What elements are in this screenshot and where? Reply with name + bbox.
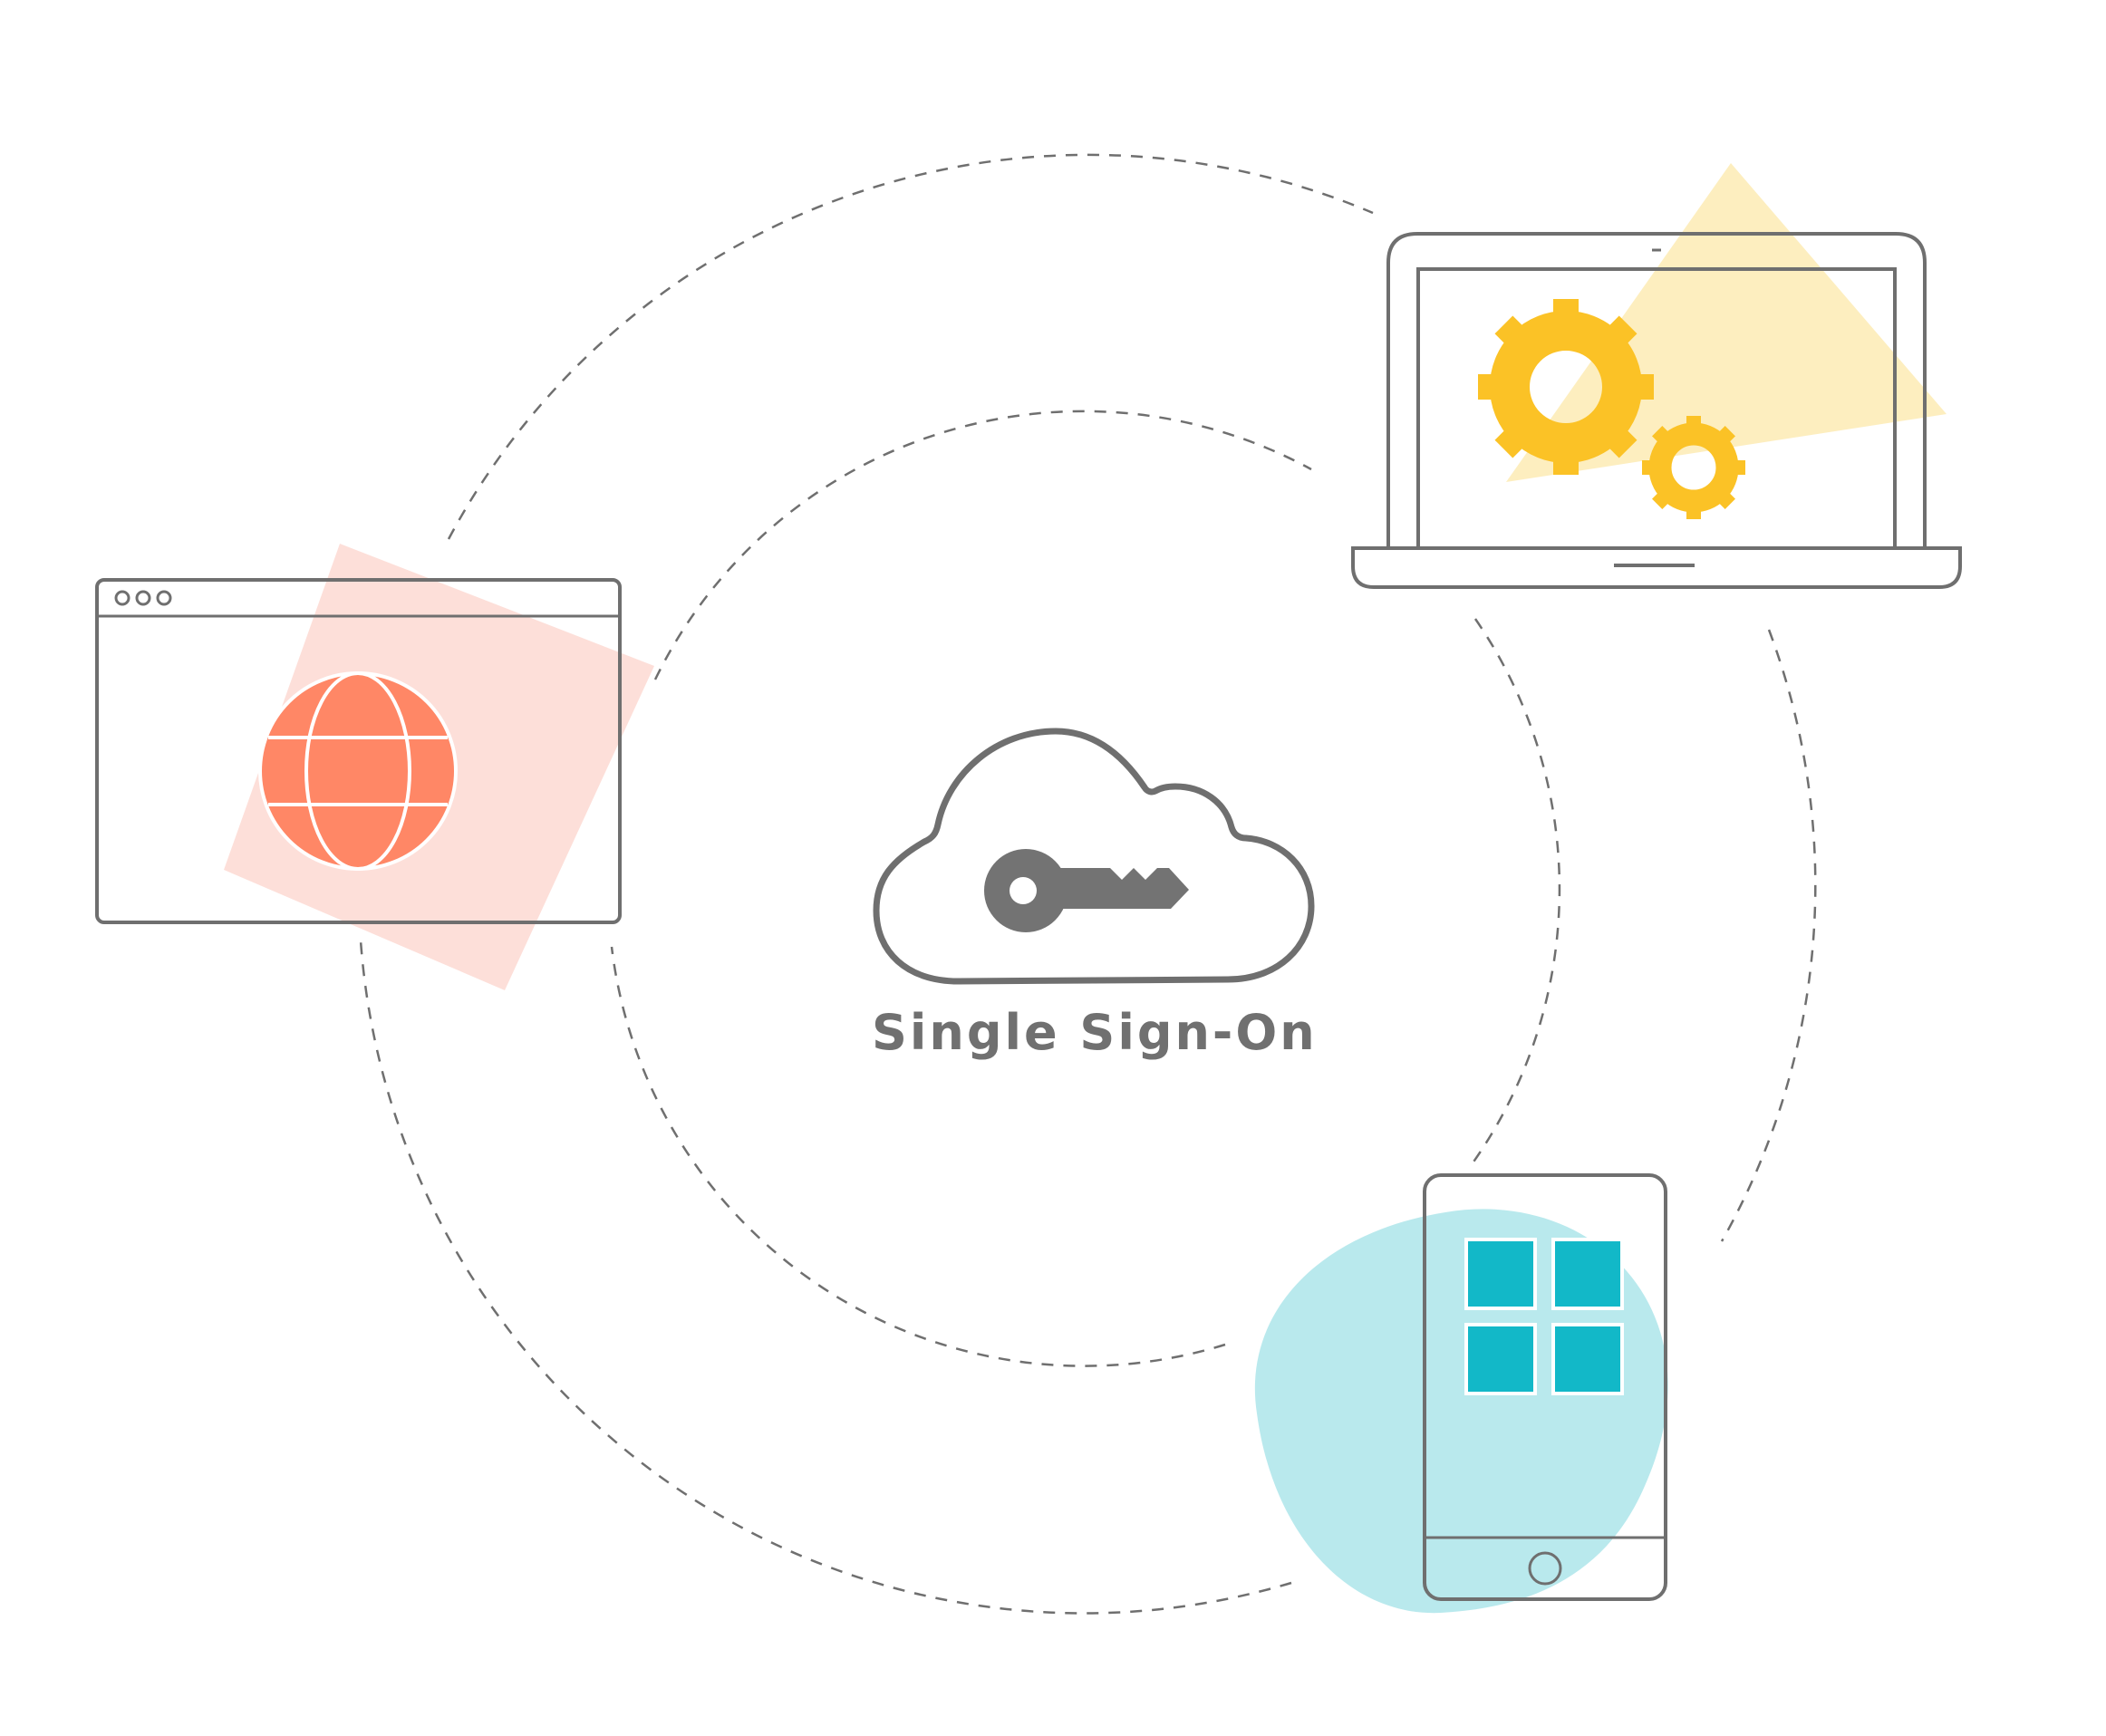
app-grid-icon: [1464, 1238, 1624, 1395]
key-icon: [984, 849, 1189, 932]
app-tile: [1464, 1323, 1537, 1395]
laptop-base: [1351, 546, 1962, 589]
inner-orbit-ring: [610, 410, 1561, 1367]
gears-icon: [1478, 299, 1745, 519]
tablet-home-button: [1528, 1551, 1562, 1586]
laptop-lid: [1386, 232, 1927, 548]
browser-frame: [95, 578, 622, 924]
small-gear-icon: [1642, 416, 1745, 519]
sso-title: Single Sign-On: [872, 1004, 1318, 1061]
cloud-key-icon: [873, 728, 1315, 985]
tablet-frame: [1423, 1173, 1667, 1601]
laptop: [1351, 163, 1962, 589]
tablet: [1254, 1173, 1668, 1614]
browser-dot-icon: [156, 590, 172, 606]
browser-dot-icon: [114, 590, 130, 606]
app-tile: [1551, 1238, 1624, 1310]
outer-orbit-ring: [359, 153, 1817, 1615]
cloud-outline: [873, 728, 1315, 985]
browser-window: [95, 544, 654, 990]
large-gear-icon: [1478, 299, 1654, 475]
app-tile: [1551, 1323, 1624, 1395]
globe-icon: [258, 671, 458, 871]
browser-dot-icon: [135, 590, 151, 606]
app-tile: [1464, 1238, 1537, 1310]
